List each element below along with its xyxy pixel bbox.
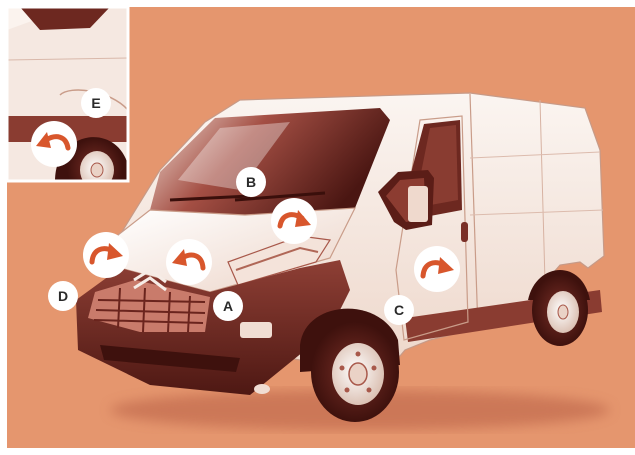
svg-text:B: B [246,174,256,190]
curved-arrow-left-icon [31,121,77,167]
curved-arrow-right-icon [83,232,129,278]
svg-text:C: C [394,302,404,318]
curved-arrow-right-icon [414,246,460,292]
inset-detail [7,7,130,198]
svg-text:E: E [91,95,100,111]
svg-text:D: D [58,288,68,304]
fog-light [254,384,270,394]
front-wheel [311,322,399,422]
curved-arrow-right-icon [271,198,317,244]
door-handle [461,222,468,242]
svg-text:A: A [223,298,233,314]
curved-arrow-left-icon [166,239,212,285]
front-side-light [240,322,272,338]
